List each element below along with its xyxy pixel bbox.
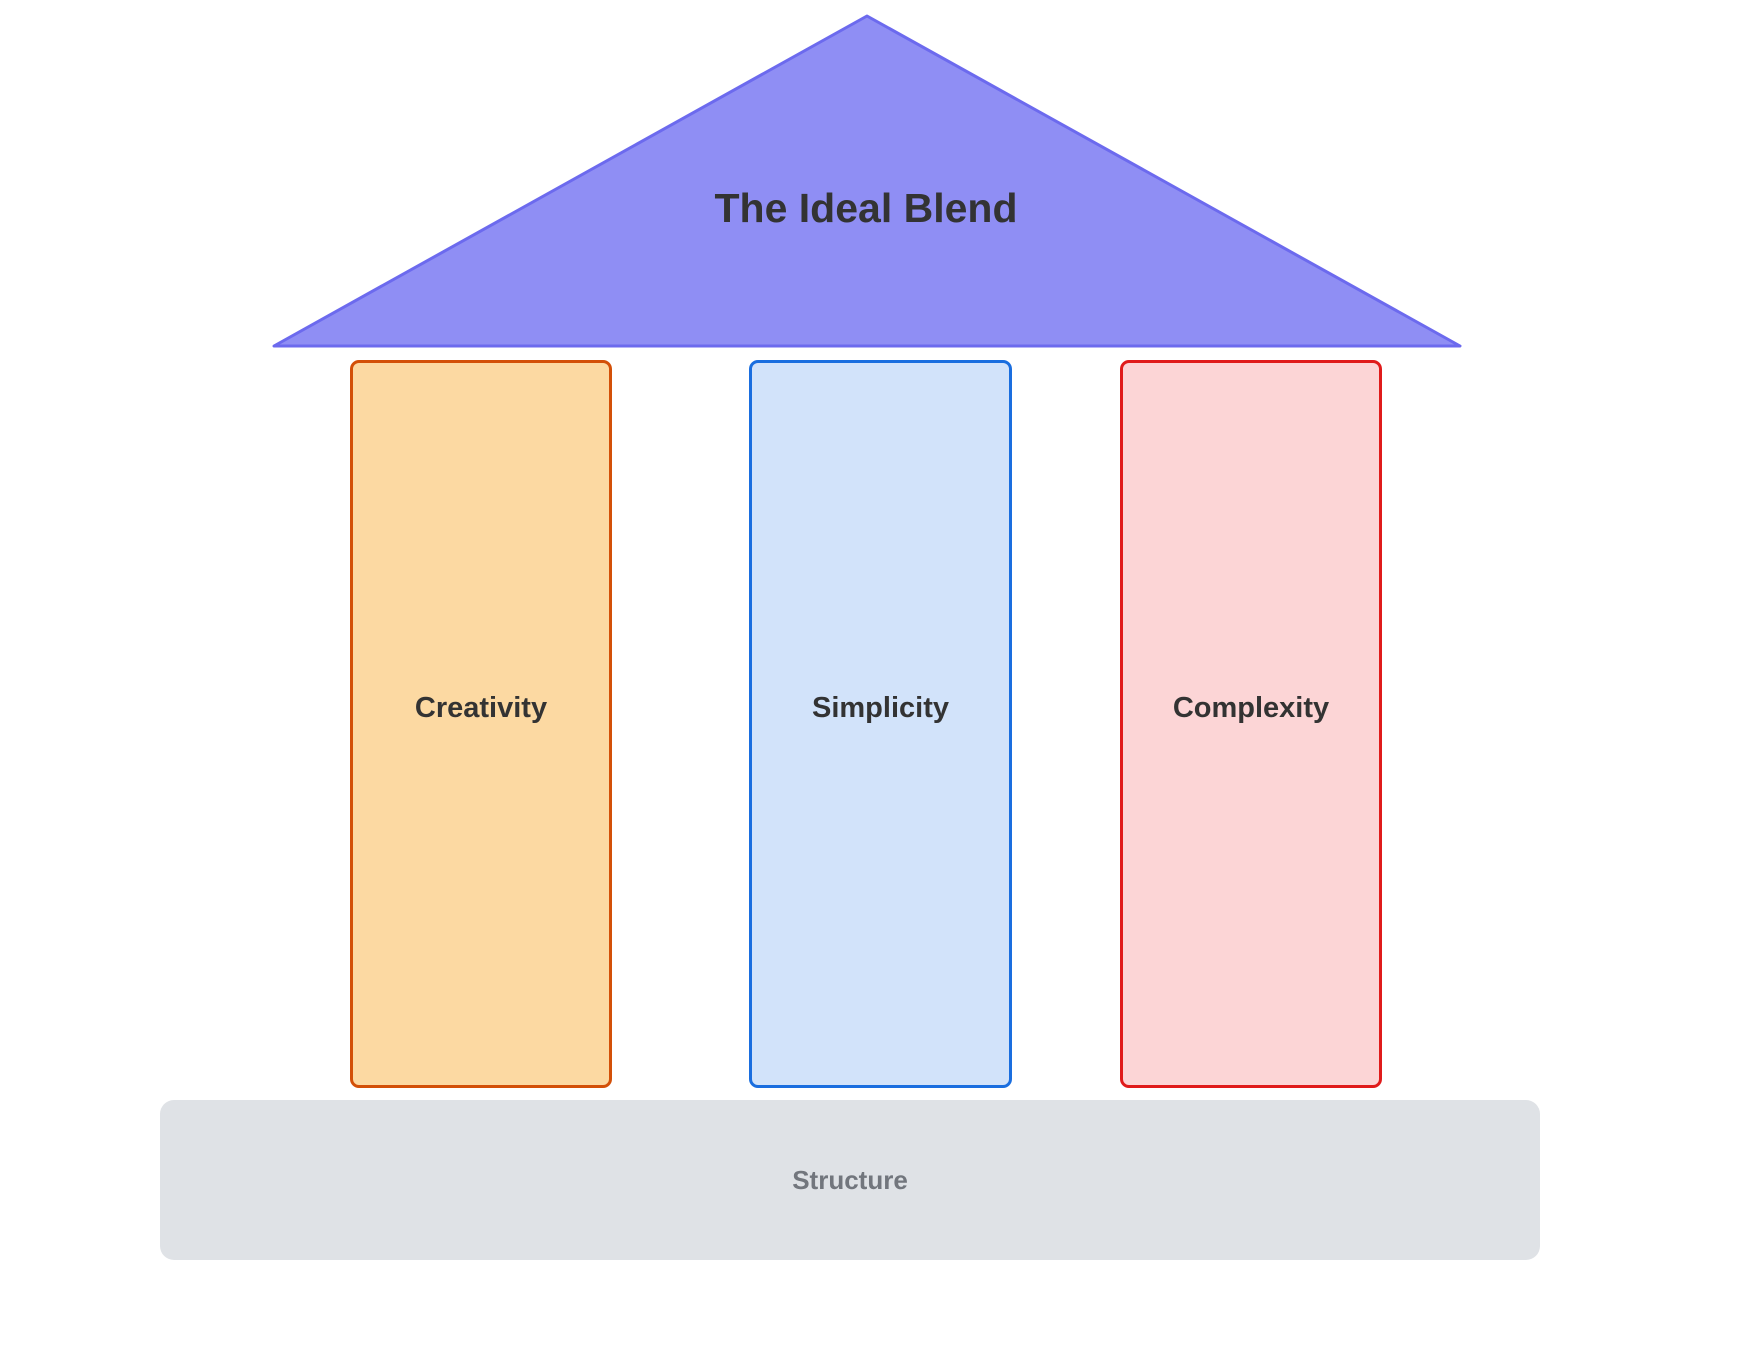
pillar-complexity-label: Complexity bbox=[1172, 691, 1330, 724]
pillar-complexity: Complexity bbox=[1120, 360, 1382, 1088]
pillar-simplicity: Simplicity bbox=[749, 360, 1012, 1088]
pillar-creativity: Creativity bbox=[350, 360, 612, 1088]
roof-title: The Ideal Blend bbox=[714, 185, 1018, 231]
pillar-creativity-label: Creativity bbox=[414, 691, 548, 724]
pillar-simplicity-label: Simplicity bbox=[812, 691, 949, 724]
base-label: Structure bbox=[792, 1164, 908, 1195]
base-bar: Structure bbox=[160, 1100, 1540, 1260]
roof-shape bbox=[272, 14, 1462, 348]
roof-triangle bbox=[272, 14, 1462, 348]
